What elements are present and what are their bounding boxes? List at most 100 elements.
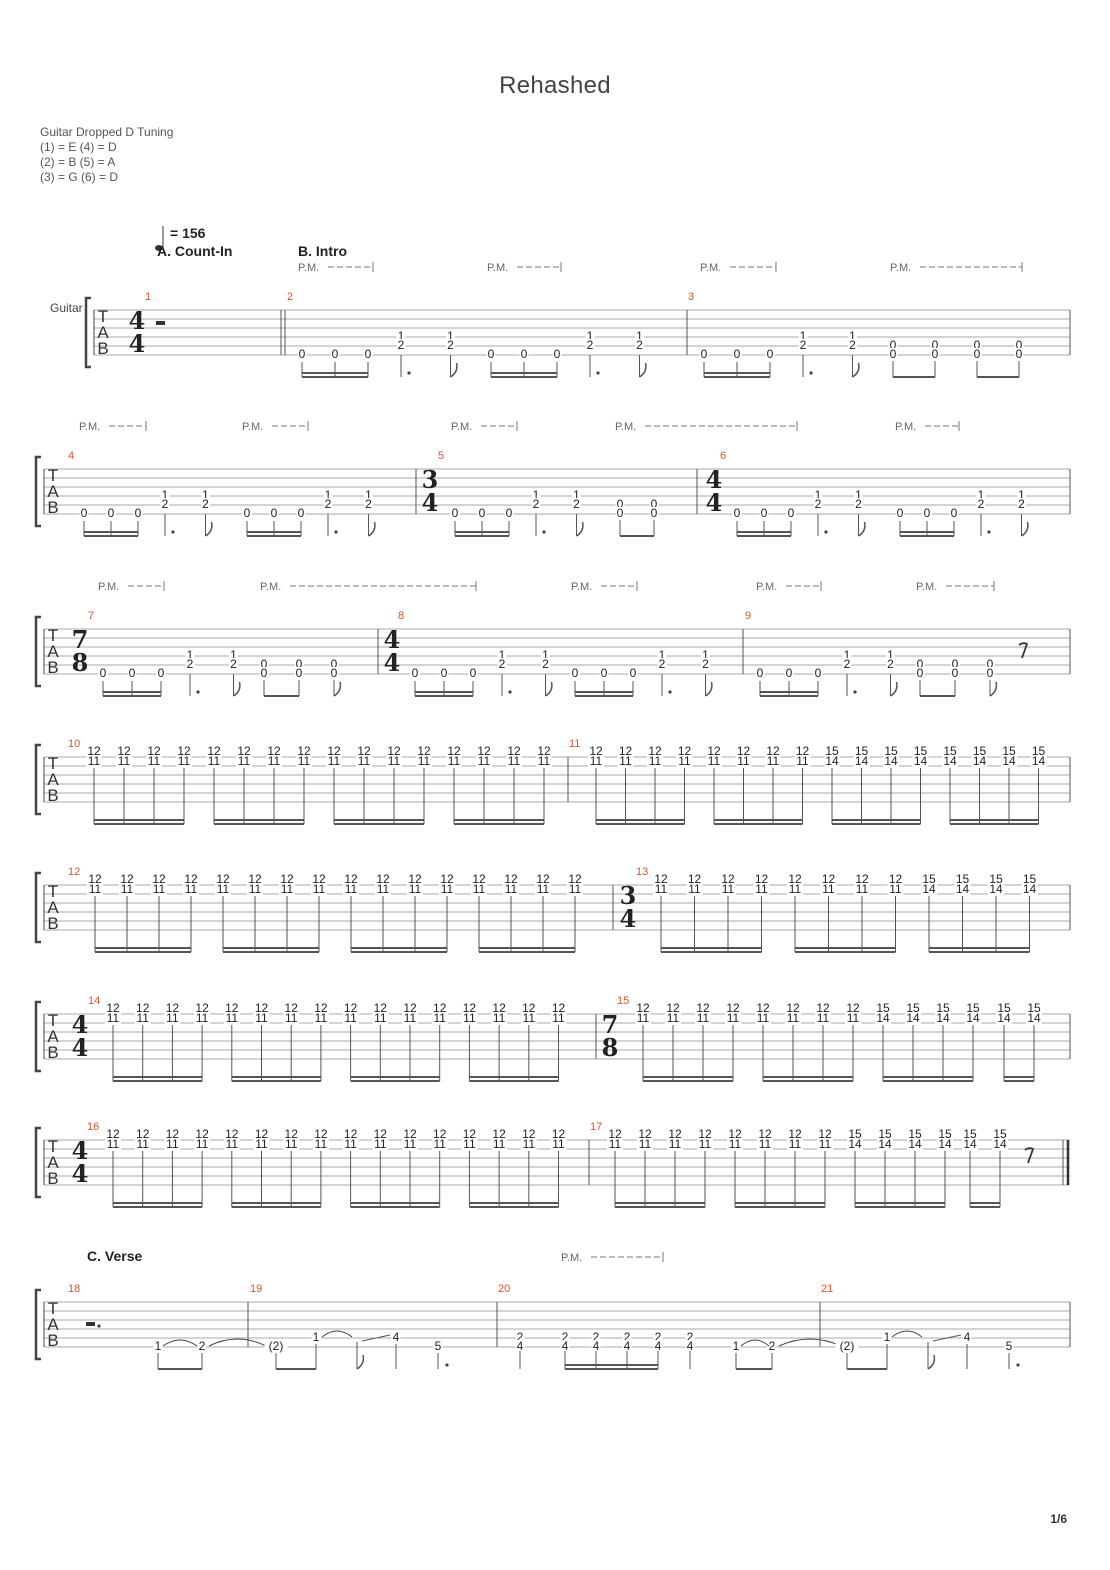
fret-bg bbox=[965, 1002, 981, 1014]
fret-bg bbox=[105, 1012, 121, 1024]
fret-number: 12 bbox=[726, 1001, 740, 1015]
fret-number: 14 bbox=[989, 882, 1003, 896]
fret-number: 15 bbox=[878, 1127, 892, 1141]
fret-bg bbox=[468, 667, 478, 679]
fret-number: 15 bbox=[943, 744, 957, 758]
palm-mute-label: P.M. bbox=[487, 262, 508, 274]
fret-bg bbox=[356, 745, 372, 757]
fret-number: 2 bbox=[199, 1339, 206, 1353]
fret-bg bbox=[1001, 755, 1017, 767]
fret-number: 0 bbox=[987, 666, 994, 680]
fret-bg bbox=[486, 348, 496, 360]
fret-bg bbox=[164, 1002, 181, 1014]
fret-number: 1 bbox=[573, 488, 580, 502]
fret-number: 15 bbox=[1002, 744, 1016, 758]
fret-number: 12 bbox=[166, 1001, 180, 1015]
time-sig-bottom: 4 bbox=[706, 488, 723, 517]
fret-bg bbox=[503, 883, 519, 895]
fret-number: 11 bbox=[637, 1011, 650, 1025]
fret-number: 0 bbox=[331, 657, 338, 671]
dot bbox=[987, 530, 991, 534]
fret-number: 12 bbox=[387, 744, 401, 758]
fret-bg bbox=[701, 649, 710, 661]
fret-bg bbox=[477, 507, 487, 519]
fret-bg bbox=[567, 873, 583, 885]
tab-letter-b: B bbox=[47, 1043, 58, 1062]
fret-bg bbox=[223, 1128, 240, 1140]
fret-number: 15 bbox=[989, 872, 1003, 886]
fret-number: 12 bbox=[184, 872, 198, 886]
fret-number: 0 bbox=[788, 506, 795, 520]
fret-number: 4 bbox=[593, 1339, 600, 1353]
fret-number: 12 bbox=[536, 872, 550, 886]
fret-number: 0 bbox=[506, 506, 513, 520]
fret-bg bbox=[635, 330, 644, 342]
fret-number: 11 bbox=[358, 754, 371, 768]
dot bbox=[1016, 1363, 1020, 1367]
fret-number: 11 bbox=[255, 1011, 268, 1025]
fret-bg bbox=[342, 1138, 359, 1150]
fret-bg bbox=[164, 1138, 181, 1150]
fret-number: 0 bbox=[108, 506, 115, 520]
fret-number: 11 bbox=[669, 1137, 682, 1151]
fret-number: 2 bbox=[702, 657, 709, 671]
fret-bg bbox=[887, 883, 904, 895]
fret-bg bbox=[649, 507, 659, 519]
fret-bg bbox=[732, 348, 742, 360]
fret-bg bbox=[146, 745, 162, 757]
fret-bg bbox=[372, 1002, 389, 1014]
fret-number: 11 bbox=[196, 1011, 209, 1025]
fret-number: 12 bbox=[818, 1127, 832, 1141]
fret-bg bbox=[279, 873, 295, 885]
fret-bg bbox=[312, 1128, 329, 1140]
fret-number: 1 bbox=[325, 488, 332, 502]
fret-number: (2) bbox=[269, 1339, 284, 1353]
fret-number: 0 bbox=[601, 666, 608, 680]
fret-number: 12 bbox=[417, 744, 431, 758]
fret-bg bbox=[247, 873, 263, 885]
measure-number: 14 bbox=[88, 995, 100, 1007]
fret-bg bbox=[105, 1138, 121, 1150]
fret-number: 11 bbox=[196, 1137, 209, 1151]
fret-bg bbox=[416, 755, 432, 767]
fret-number: 0 bbox=[617, 497, 624, 511]
fret-bg bbox=[215, 873, 231, 885]
note-flag bbox=[852, 362, 860, 378]
measure-number: 11 bbox=[569, 738, 580, 750]
tab-letter-a: A bbox=[47, 642, 59, 661]
fret-bg bbox=[853, 755, 870, 767]
fret-number: 11 bbox=[856, 882, 869, 896]
fret-number: 12 bbox=[504, 872, 518, 886]
fret-number: 2 bbox=[769, 1339, 776, 1353]
fret-bg bbox=[685, 1331, 695, 1343]
fret-number: 12 bbox=[136, 1127, 150, 1141]
fret-bg bbox=[183, 883, 199, 895]
fret-bg bbox=[269, 507, 279, 519]
measure-number: 17 bbox=[590, 1121, 602, 1133]
tuning-name: Guitar Dropped D Tuning bbox=[40, 125, 174, 139]
fret-bg bbox=[962, 1128, 978, 1140]
slur bbox=[891, 1330, 923, 1338]
fret-bg bbox=[461, 1138, 478, 1150]
tuning-line-1: (1) = E (4) = D bbox=[40, 140, 117, 154]
tab-letter-b: B bbox=[47, 786, 58, 805]
fret-number: 11 bbox=[759, 1137, 772, 1151]
fret-bg bbox=[847, 1128, 863, 1140]
fret-bg bbox=[930, 339, 940, 351]
fret-bg bbox=[1030, 755, 1047, 767]
dot bbox=[334, 530, 338, 534]
fret-number: 12 bbox=[255, 1127, 269, 1141]
system-bracket bbox=[34, 1000, 41, 1073]
fret-bg bbox=[845, 1002, 861, 1014]
fret-bg bbox=[410, 667, 420, 679]
fret-number: 0 bbox=[271, 506, 278, 520]
fret-bg bbox=[794, 755, 811, 767]
measure-number: 16 bbox=[87, 1121, 99, 1133]
fret-bg bbox=[765, 348, 775, 360]
fret-number: 11 bbox=[404, 1011, 417, 1025]
fret-number: 2 bbox=[849, 338, 856, 352]
fret-bg bbox=[907, 1138, 923, 1150]
fret-bg bbox=[396, 330, 406, 342]
measure-number: 6 bbox=[720, 450, 726, 462]
fret-number: 12 bbox=[314, 1127, 328, 1141]
